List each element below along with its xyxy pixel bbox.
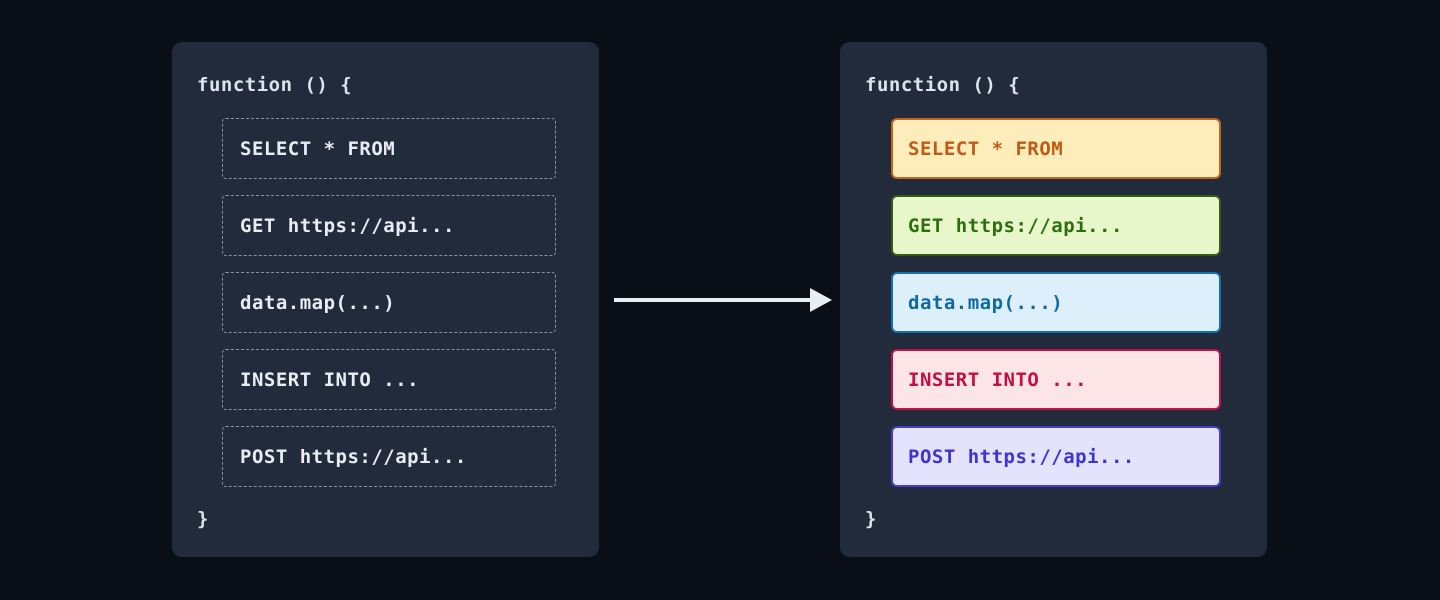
function-open-line: function () { (865, 74, 1021, 96)
code-block-unstyled: SELECT * FROM (222, 118, 556, 179)
code-panel-after: function () { SELECT * FROM GET https://… (840, 42, 1267, 557)
code-block-label: INSERT INTO ... (240, 368, 420, 391)
code-block-label: SELECT * FROM (240, 137, 396, 160)
code-block-highlighted: data.map(...) (891, 272, 1221, 333)
code-block-label: POST https://api... (240, 445, 467, 468)
function-open-line: function () { (197, 74, 353, 96)
code-block-label: GET https://api... (240, 214, 455, 237)
code-block-highlighted: INSERT INTO ... (891, 349, 1221, 410)
code-block-label: data.map(...) (240, 291, 396, 314)
code-block-label: POST https://api... (908, 445, 1135, 468)
code-block-unstyled: GET https://api... (222, 195, 556, 256)
code-block-label: INSERT INTO ... (908, 368, 1088, 391)
code-block-list-after: SELECT * FROM GET https://api... data.ma… (891, 118, 1221, 487)
code-block-unstyled: POST https://api... (222, 426, 556, 487)
code-block-highlighted: SELECT * FROM (891, 118, 1221, 179)
code-block-label: SELECT * FROM (908, 137, 1064, 160)
code-block-unstyled: INSERT INTO ... (222, 349, 556, 410)
code-block-highlighted: GET https://api... (891, 195, 1221, 256)
code-block-label: GET https://api... (908, 214, 1123, 237)
code-block-highlighted: POST https://api... (891, 426, 1221, 487)
code-panel-before: function () { SELECT * FROM GET https://… (172, 42, 599, 557)
code-block-unstyled: data.map(...) (222, 272, 556, 333)
right-arrow-icon (614, 288, 832, 312)
function-close-line: } (197, 508, 209, 530)
code-block-list-before: SELECT * FROM GET https://api... data.ma… (222, 118, 556, 487)
code-block-label: data.map(...) (908, 291, 1064, 314)
function-close-line: } (865, 508, 877, 530)
